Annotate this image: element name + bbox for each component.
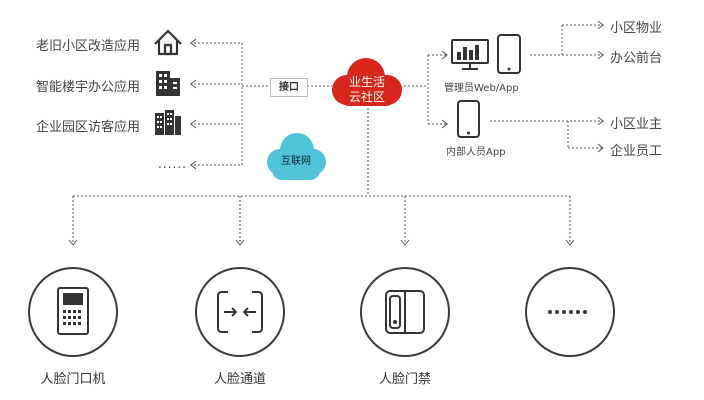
interface-box: 接口 — [270, 78, 308, 97]
app-label-enterprise-park: 企业园区访客应用 — [35, 120, 140, 135]
admin-caption: 管理员Web/App — [444, 83, 519, 94]
target-office-reception: 办公前台 — [610, 51, 663, 66]
app-label-smart-building: 智能楼宇办公应用 — [35, 80, 140, 95]
staff-caption: 内部人员App — [446, 147, 506, 158]
device-label-channel: 人脸通道 — [213, 372, 266, 387]
more-apps-ellipsis: ...... — [158, 157, 187, 171]
device-label-access: 人脸门禁 — [378, 372, 431, 387]
target-employees: 企业员工 — [610, 144, 663, 159]
app-label-old-community: 老旧小区改造应用 — [35, 39, 140, 54]
target-residents: 小区业主 — [610, 117, 663, 132]
cloud-title: 业生活 云社区 — [340, 75, 394, 105]
device-circle-channel — [195, 267, 285, 357]
device-label-intercom: 人脸门口机 — [40, 372, 106, 387]
cloud-title-line1: 业生活 — [348, 75, 385, 89]
device-circle-intercom — [28, 267, 118, 357]
internet-cloud-label: 互联网 — [281, 156, 311, 167]
cloud-title-line2: 云社区 — [348, 90, 385, 104]
target-property-management: 小区物业 — [610, 21, 663, 36]
